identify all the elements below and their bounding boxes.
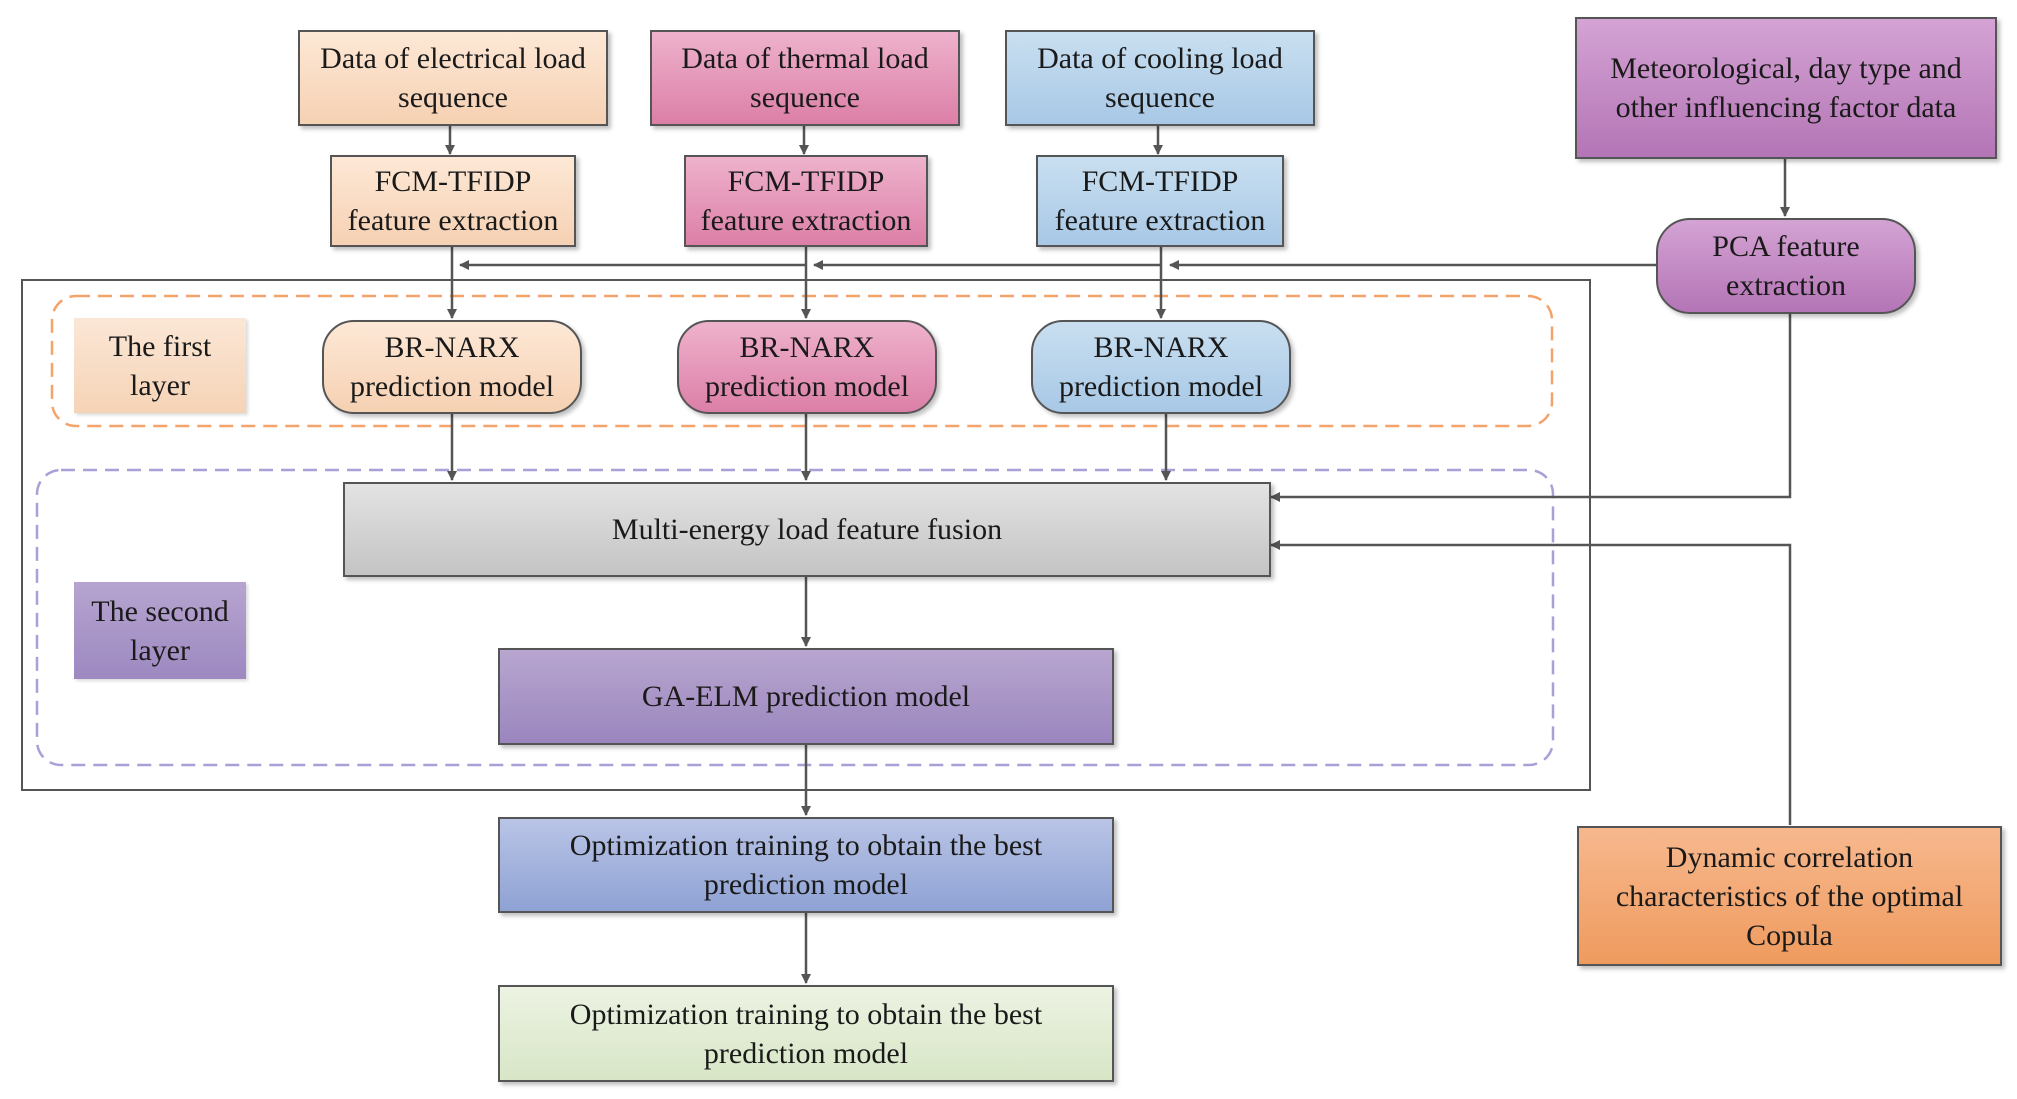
fcm-tfidp-thermal-box: FCM-TFIDP feature extraction <box>684 155 928 247</box>
cooling-load-data-box: Data of cooling load sequence <box>1005 30 1315 126</box>
first-layer-label: The first layer <box>108 329 212 402</box>
br-narx-electrical-label: BR-NARX prediction model <box>349 331 555 403</box>
ga-elm-model-box: GA-ELM prediction model <box>498 648 1114 745</box>
pca-feature-extraction-box: PCA feature extraction <box>1656 218 1916 314</box>
optimization-training-box-1: Optimization training to obtain the best… <box>498 817 1114 913</box>
cooling-load-data-label: Data of cooling load sequence <box>1037 42 1283 114</box>
fcm-tfidp-electrical-label: FCM-TFIDP feature extraction <box>347 165 559 237</box>
meteorological-data-label: Meteorological, day type and other influ… <box>1610 52 1962 124</box>
fcm-tfidp-thermal-label: FCM-TFIDP feature extraction <box>700 165 912 237</box>
multi-energy-feature-fusion-label: Multi-energy load feature fusion <box>611 513 1003 546</box>
second-layer-label: The second layer <box>91 594 229 667</box>
br-narx-cooling-model: BR-NARX prediction model <box>1031 320 1291 414</box>
first-layer-region <box>50 294 1554 428</box>
electrical-load-data-box: Data of electrical load sequence <box>298 30 608 126</box>
fcm-tfidp-electrical-box: FCM-TFIDP feature extraction <box>330 155 576 247</box>
ga-elm-model-label: GA-ELM prediction model <box>641 680 971 713</box>
fcm-tfidp-cooling-label: FCM-TFIDP feature extraction <box>1054 165 1266 237</box>
multi-energy-feature-fusion-box: Multi-energy load feature fusion <box>343 482 1271 577</box>
pca-feature-extraction-label: PCA feature extraction <box>1712 230 1860 302</box>
copula-correlation-label: Dynamic correlation characteristics of t… <box>1615 840 1964 952</box>
first-layer-label-box: The first layer <box>74 318 246 413</box>
optimization-training-label-1: Optimization training to obtain the best… <box>569 829 1043 901</box>
br-narx-thermal-model: BR-NARX prediction model <box>677 320 937 414</box>
br-narx-thermal-label: BR-NARX prediction model <box>704 331 910 403</box>
optimization-training-box-2: Optimization training to obtain the best… <box>498 985 1114 1082</box>
optimization-training-label-2: Optimization training to obtain the best… <box>569 997 1043 1070</box>
arrow-pca-to-fusion <box>1270 314 1792 502</box>
electrical-load-data-label: Data of electrical load sequence <box>320 42 586 114</box>
fcm-tfidp-cooling-box: FCM-TFIDP feature extraction <box>1036 155 1284 247</box>
meteorological-data-box: Meteorological, day type and other influ… <box>1575 17 1997 159</box>
arrow-copula-to-fusion <box>1270 540 1792 825</box>
br-narx-cooling-label: BR-NARX prediction model <box>1058 331 1264 403</box>
copula-correlation-box: Dynamic correlation characteristics of t… <box>1577 826 2002 966</box>
second-layer-label-box: The second layer <box>74 582 246 679</box>
thermal-load-data-label: Data of thermal load sequence <box>681 42 929 114</box>
thermal-load-data-box: Data of thermal load sequence <box>650 30 960 126</box>
second-layer-region <box>35 468 1555 767</box>
br-narx-electrical-model: BR-NARX prediction model <box>322 320 582 414</box>
